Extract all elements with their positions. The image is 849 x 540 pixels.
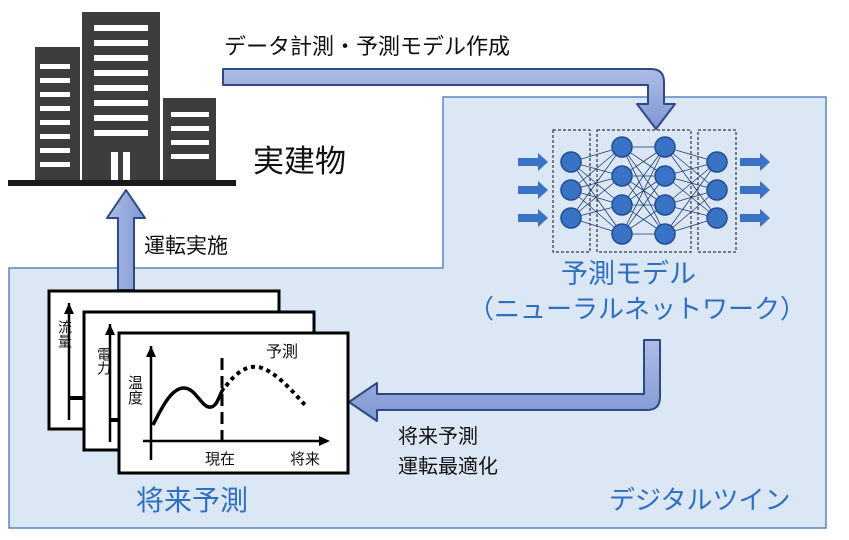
nn-node bbox=[654, 194, 676, 216]
nn-edge bbox=[570, 161, 623, 206]
nn-edge bbox=[664, 175, 718, 219]
future-label: 将来 bbox=[290, 450, 321, 468]
nn-node bbox=[706, 151, 728, 173]
front-chart-ylabel: 温度 bbox=[126, 375, 144, 405]
nn-edge bbox=[570, 146, 623, 191]
nn-node bbox=[611, 223, 633, 245]
model-label: 予測モデル bbox=[561, 259, 696, 290]
middle-chart-ylabel: 電力 bbox=[95, 347, 111, 375]
nn-edge bbox=[664, 189, 718, 235]
forecast-arrow-label-2: 運転最適化 bbox=[398, 454, 498, 478]
operation-arrow bbox=[106, 189, 146, 291]
operation-arrow-label: 運転実施 bbox=[144, 234, 228, 258]
digital-twin-label: デジタルツイン bbox=[609, 486, 791, 516]
nn-node bbox=[611, 136, 633, 158]
forecast-arrow bbox=[348, 339, 661, 422]
nn-node bbox=[654, 165, 676, 187]
nn-node bbox=[654, 136, 676, 158]
now-label: 現在 bbox=[205, 450, 236, 468]
nn-node bbox=[611, 165, 633, 187]
nn-edge bbox=[664, 146, 718, 191]
model-sublabel: （ニューラルネットワーク） bbox=[468, 295, 807, 325]
nn-node bbox=[560, 151, 582, 173]
chart-card-front bbox=[117, 331, 350, 475]
nn-edge bbox=[664, 161, 718, 206]
nn-edge bbox=[570, 189, 623, 235]
nn-edge bbox=[621, 146, 666, 206]
measured-curve bbox=[151, 386, 226, 426]
nn-node bbox=[654, 223, 676, 245]
building-label: 実建物 bbox=[253, 144, 346, 180]
nn-edge bbox=[570, 175, 623, 219]
nn-node bbox=[706, 207, 728, 229]
nn-edge bbox=[570, 146, 623, 219]
nn-edge bbox=[621, 146, 666, 235]
nn-node bbox=[560, 207, 582, 229]
forecast-arrow-label-1: 将来予測 bbox=[398, 424, 478, 448]
measure-arrow-label: データ計測・予測モデル作成 bbox=[224, 35, 511, 60]
nn-edge bbox=[570, 161, 623, 235]
measure-arrow bbox=[222, 68, 676, 130]
building-icon bbox=[8, 12, 236, 186]
nn-node bbox=[560, 179, 582, 201]
prediction-label: 予測 bbox=[266, 342, 299, 361]
nn-edge bbox=[664, 161, 718, 235]
predicted-curve bbox=[224, 364, 308, 408]
forecast-title: 将来予測 bbox=[136, 484, 249, 517]
back-chart-ylabel: 流量 bbox=[56, 320, 72, 348]
nn-node bbox=[611, 194, 633, 216]
nn-edge bbox=[621, 175, 666, 235]
neural-network-icon bbox=[518, 129, 770, 253]
nn-node bbox=[706, 179, 728, 201]
nn-edge bbox=[664, 146, 718, 219]
